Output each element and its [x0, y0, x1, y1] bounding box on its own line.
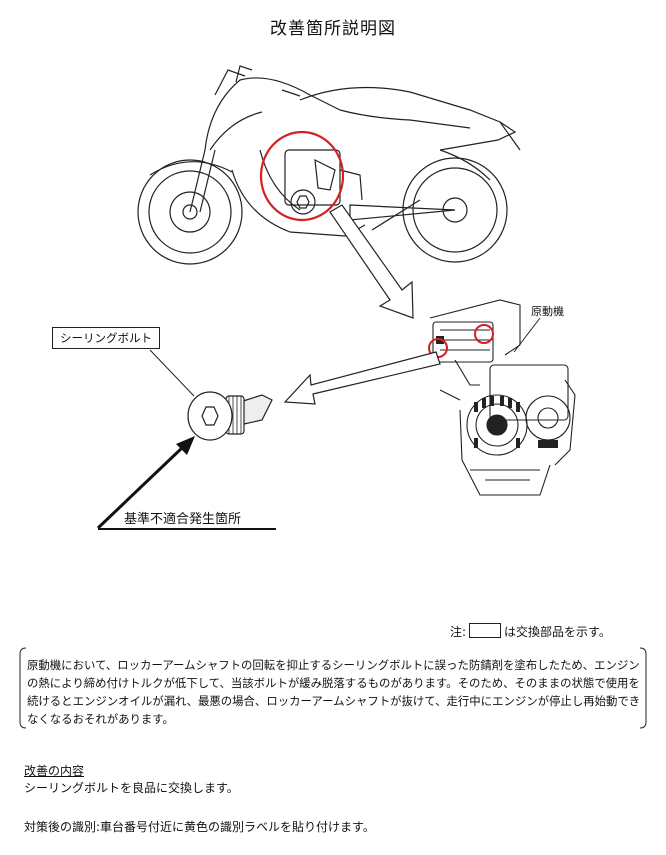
description-block: 原動機において、ロッカーアームシャフトの回転を抑止するシーリングボルトに誤った防…	[18, 646, 648, 730]
sealing-bolt-drawing	[187, 391, 273, 441]
arrow-to-bolt	[283, 351, 441, 405]
motorcycle-drawing	[137, 65, 521, 265]
page-title: 改善箇所説明図	[270, 19, 396, 39]
improvement-heading: 改善の内容	[24, 764, 85, 778]
engine-drawing	[429, 299, 576, 496]
highlight-circle-motorcycle	[259, 130, 345, 222]
bolt-leader-line	[149, 349, 195, 397]
highlight-circle-engine-2	[474, 324, 494, 344]
sealing-bolt-label: シーリングボルト	[52, 327, 160, 349]
legend-box-icon	[469, 623, 502, 638]
legend-note-prefix: 注:	[450, 625, 467, 639]
description-text: 原動機において、ロッカーアームシャフトの回転を抑止するシーリングボルトに誤った防…	[27, 658, 641, 726]
improvement-body: シーリングボルトを良品に交換します。	[24, 781, 239, 795]
defect-arrow-shaft	[96, 445, 185, 530]
defect-location-label: 基準不適合発生箇所	[124, 512, 242, 527]
legend-note-suffix: は交換部品を示す。	[504, 625, 611, 639]
illustration	[96, 65, 576, 530]
engine-label: 原動機	[531, 305, 564, 318]
legend-note: 注: は交換部品を示す。	[450, 623, 611, 640]
arrow-to-engine	[329, 204, 414, 319]
description-brackets	[19, 647, 647, 729]
identification-text: 対策後の識別:車台番号付近に黄色の識別ラベルを貼り付けます。	[24, 820, 375, 834]
engine-leader-line	[513, 317, 541, 353]
defect-arrow-head	[176, 436, 195, 455]
